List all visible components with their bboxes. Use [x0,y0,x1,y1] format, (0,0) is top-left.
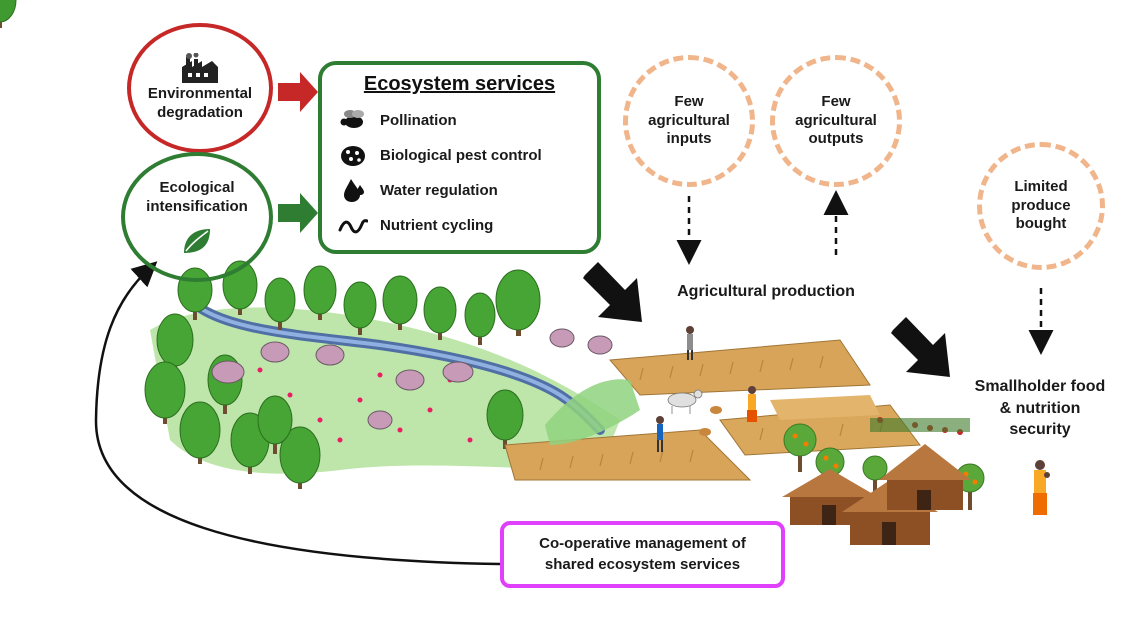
es-item-nutrient-cycling: Nutrient cycling [338,210,493,240]
agricultural-production-label: Agricultural production [677,283,855,300]
leaf-icon [184,228,210,253]
ecological-intensification-label: Ecological intensification [146,179,248,215]
cooperative-management-label: Co-operative management of shared ecosys… [539,535,746,573]
hut-icon [782,444,971,545]
black-arrow-to-smallholder [891,317,950,377]
few-outputs-label: Few agricultural outputs [795,92,877,148]
es-item-label: Pollination [380,111,457,129]
es-item-label: Water regulation [380,181,498,199]
ecological-intensification-node: Ecological intensification [121,152,273,282]
es-item-label: Nutrient cycling [380,216,494,234]
chicken-icon [699,406,722,436]
smallholder-label: Smallholder food & nutrition security [974,378,1106,439]
es-item-pest-control: Biological pest control [338,140,542,170]
few-outputs-node: Few agricultural outputs [770,55,902,187]
cooperative-management-box: Co-operative management of shared ecosys… [500,521,785,588]
environmental-degradation-label: Environmental degradation [147,85,253,121]
factory-icon [182,53,218,84]
es-item-label: Biological pest control [380,146,542,164]
tree-icon [0,0,17,28]
few-inputs-label: Few agricultural inputs [648,92,730,148]
farmer-icon [656,326,1050,515]
limited-produce-node: Limited produce bought [977,142,1105,270]
ladybug-icon [341,146,365,166]
water-drop-icon [344,179,364,202]
goat-icon [667,389,703,414]
feedback-arrow [94,261,501,566]
limited-produce-label: Limited produce bought [1011,177,1071,233]
es-item-water-regulation: Water regulation [338,175,498,205]
green-arrow [278,193,318,233]
ecosystem-services-box: Ecosystem services Pollination Biologica… [318,61,601,254]
bee-icon [340,110,364,128]
environmental-degradation-node: Environmental degradation [127,23,273,153]
ecosystem-services-title: Ecosystem services [363,73,556,95]
black-arrow-to-agri [583,262,642,322]
red-arrow [278,72,318,112]
es-item-pollination: Pollination [338,105,457,135]
worm-icon [338,219,368,234]
few-inputs-node: Few agricultural inputs [623,55,755,187]
